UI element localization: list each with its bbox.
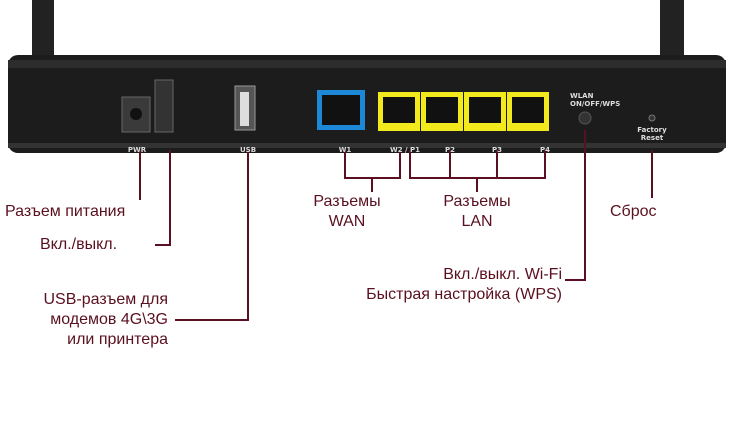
callout-reset: Сброс — [610, 203, 657, 220]
label-w2p1: W2 / P1 — [389, 146, 421, 154]
callout-usb-line3: или принтера — [67, 331, 168, 348]
callout-wan-line1: Разъемы — [313, 193, 381, 210]
callout-wps-line2: Быстрая настройка (WPS) — [366, 286, 562, 303]
lan-port-socket — [512, 97, 544, 123]
usb-port-tongue — [240, 92, 249, 126]
leader-line-usb — [175, 150, 249, 321]
power-jack-socket — [130, 108, 142, 120]
label-p2: P2 — [444, 146, 455, 154]
leader-lines — [139, 130, 653, 321]
wan-port-socket — [322, 95, 360, 125]
callout-switch: Вкл./выкл. — [40, 236, 118, 253]
callout-lan-line1: Разъемы — [443, 193, 511, 210]
label-pwr: PWR — [127, 146, 147, 154]
body-bottom-ridge — [8, 143, 726, 148]
callout-power: Разъем питания — [5, 203, 126, 220]
leader-bracket-lan — [409, 150, 546, 179]
callout-usb-line2: модемов 4G\3G — [50, 311, 168, 328]
antenna-left — [32, 0, 54, 70]
label-wlan-line1: WLAN — [570, 92, 594, 100]
lan-port-socket — [383, 97, 415, 123]
lan-ports — [378, 92, 549, 131]
label-usb: USB — [239, 146, 257, 154]
label-w1: W1 — [338, 146, 352, 154]
lan-port-socket — [426, 97, 458, 123]
callout-usb: USB-разъем для модемов 4G\3G или принтера — [43, 290, 168, 350]
leader-line-wps — [565, 130, 586, 281]
label-p4: P4 — [539, 146, 550, 154]
leader-bracket-wan — [344, 150, 401, 179]
callout-wps-line1: Вкл./выкл. Wi-Fi — [443, 266, 562, 283]
power-switch — [154, 79, 174, 133]
wps-button — [578, 111, 592, 125]
lan-port-socket — [469, 97, 501, 123]
label-factory: Factory — [637, 126, 667, 134]
callout-usb-line1: USB-разъем для — [43, 291, 168, 308]
label-p3: P3 — [491, 146, 502, 154]
callout-wan-line2: WAN — [328, 213, 366, 230]
callout-lan-line2: LAN — [461, 213, 493, 230]
leader-line-switch — [155, 150, 171, 246]
body-top-ridge — [8, 60, 726, 68]
label-reset: Reset — [640, 134, 664, 142]
reset-button — [648, 114, 656, 122]
label-wlan-line2: ON/OFF/WPS — [570, 100, 621, 108]
